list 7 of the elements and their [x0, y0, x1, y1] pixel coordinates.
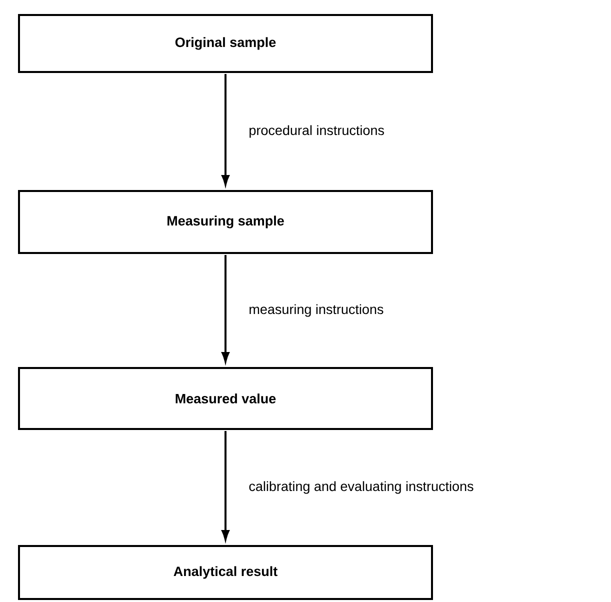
process-box: Measuring sample [18, 190, 433, 254]
process-box: Analytical result [18, 544, 433, 600]
process-box: Original sample [18, 14, 433, 73]
edge-label: calibrating and evaluating instructions [249, 481, 474, 494]
process-box: Measured value [18, 366, 433, 430]
edge-label: measuring instructions [250, 304, 384, 317]
edge-label: procedural instructions [250, 125, 384, 138]
